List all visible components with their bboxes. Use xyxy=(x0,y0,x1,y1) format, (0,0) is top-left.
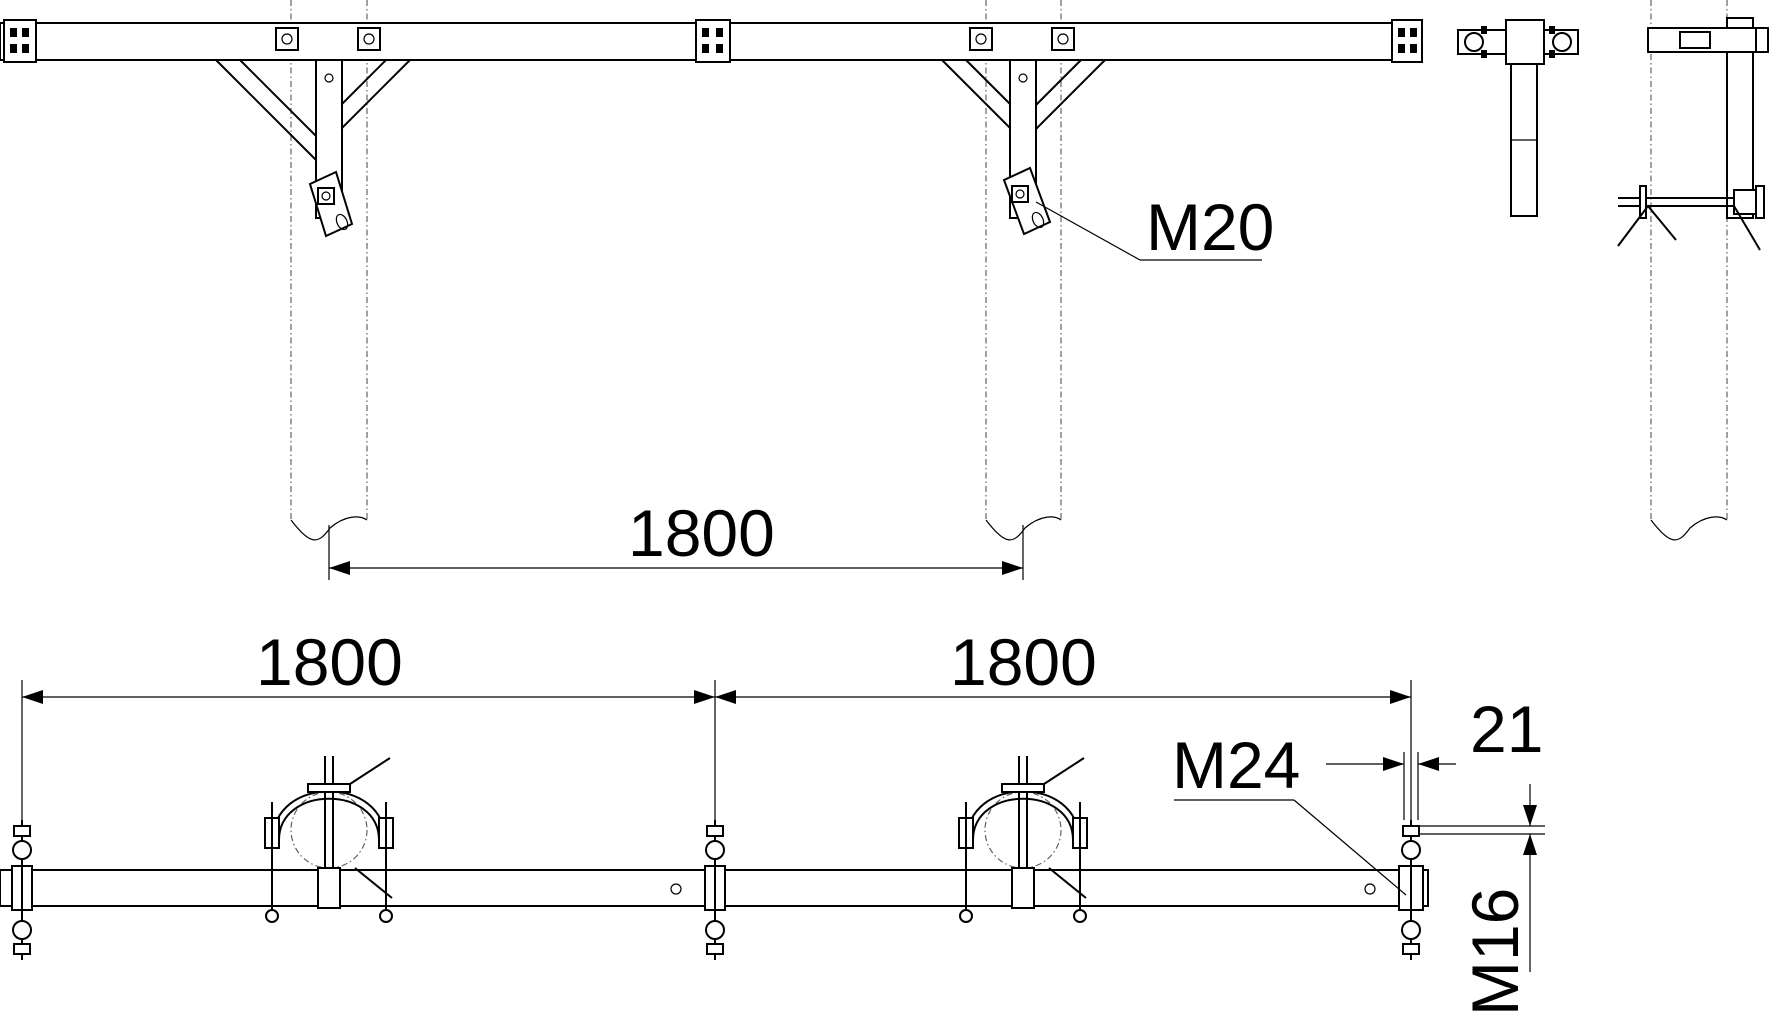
bar-nuts xyxy=(275,27,1075,51)
span-right-text: 1800 xyxy=(950,625,1097,699)
bar-joint-left xyxy=(3,19,37,63)
pole-clamp-left xyxy=(264,756,394,923)
plan-clamp-right xyxy=(1398,820,1424,960)
bar-joint-middle xyxy=(695,19,731,63)
plan-view: 1800 1800 21 M24 M16 xyxy=(0,625,1545,1016)
front-view: M20 1800 xyxy=(0,0,1423,580)
plan-clamp-middle xyxy=(704,820,726,960)
hanger-bracket-left xyxy=(215,59,411,238)
span-left-text: 1800 xyxy=(256,625,403,699)
post-spacing-dimension xyxy=(328,525,1024,580)
m16-text: M16 xyxy=(1458,888,1532,1016)
m20-label: M20 xyxy=(1146,190,1274,264)
hanger-bracket-right xyxy=(941,59,1106,236)
span-dimensions xyxy=(21,680,1412,820)
post-spacing-text: 1800 xyxy=(628,496,775,570)
side-view-2 xyxy=(1617,0,1769,541)
gap-text: 21 xyxy=(1470,692,1543,766)
bar-hole xyxy=(1364,883,1376,895)
m24-leader xyxy=(1174,799,1407,896)
m16-dimension xyxy=(1418,784,1545,972)
m20-leader xyxy=(1035,201,1262,261)
pole-right xyxy=(985,0,1062,541)
plan-clamp-left xyxy=(11,820,33,960)
side-view-1 xyxy=(1457,19,1579,217)
pole-clamp-right xyxy=(958,756,1088,923)
m24-label: M24 xyxy=(1172,728,1300,802)
bar-hole xyxy=(670,883,682,895)
pole-left xyxy=(290,0,368,541)
gap-dimension xyxy=(1326,752,1456,820)
bar-joint-right xyxy=(1391,19,1423,63)
